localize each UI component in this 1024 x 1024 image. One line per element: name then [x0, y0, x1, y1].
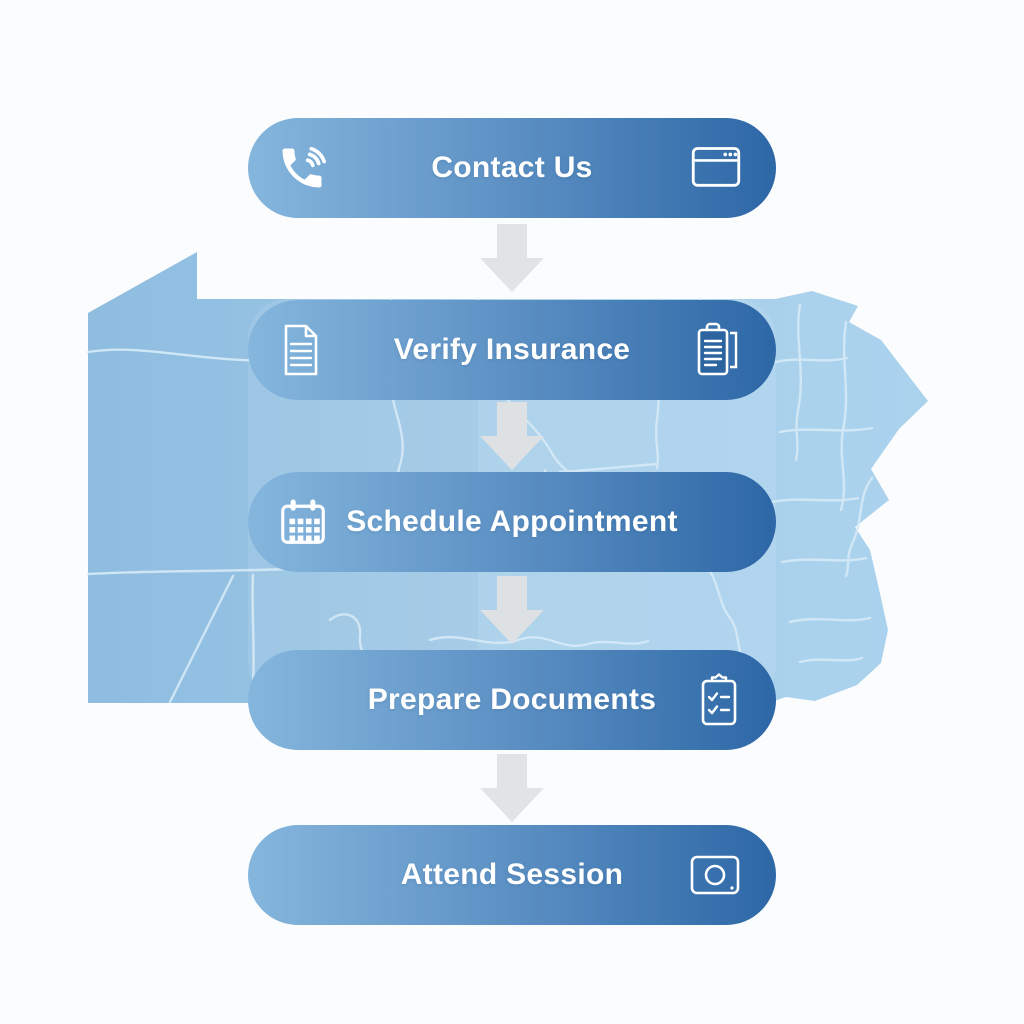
phone-icon [276, 142, 328, 194]
step-label: Prepare Documents [367, 683, 657, 716]
camera-icon [688, 852, 742, 898]
step-label: Attend Session [400, 858, 624, 891]
document-icon [276, 322, 324, 378]
step-label: Contact Us [431, 151, 593, 184]
step-label: Schedule Appointment [346, 505, 678, 538]
checklist-clipboard-icon [696, 672, 742, 728]
step-prepare-documents[interactable]: Prepare Documents [248, 650, 776, 750]
browser-window-icon [690, 144, 742, 192]
step-label: Verify Insurance [393, 333, 631, 366]
clipboard-icon [692, 321, 742, 379]
step-contact-us[interactable]: Contact Us [248, 118, 776, 218]
step-verify-insurance[interactable]: Verify Insurance [248, 300, 776, 400]
step-schedule-appointment[interactable]: Schedule Appointment [248, 472, 776, 572]
calendar-icon [276, 495, 330, 549]
step-attend-session[interactable]: Attend Session [248, 825, 776, 925]
